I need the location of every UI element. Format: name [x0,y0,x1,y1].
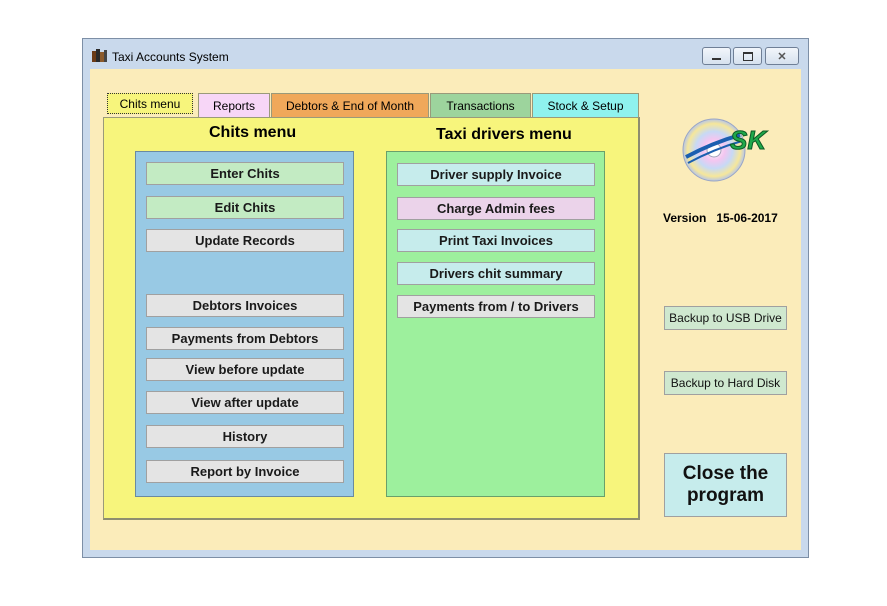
tab-transactions[interactable]: Transactions [430,93,531,117]
payments-from-debtors-button[interactable]: Payments from Debtors [146,327,344,350]
close-program-label: Close the program [683,463,769,507]
app-icon [92,49,107,62]
version-label-text: Version [663,211,707,225]
version-label: Version 15-06-2017 [663,211,778,225]
tab-debtors-end-of-month[interactable]: Debtors & End of Month [271,93,429,117]
report-by-invoice-button[interactable]: Report by Invoice [146,460,344,483]
taxi-drivers-menu-heading: Taxi drivers menu [436,126,572,143]
maximize-button[interactable] [733,47,762,65]
cd-disc-logo-icon: SK [682,118,769,182]
debtors-invoices-button[interactable]: Debtors Invoices [146,294,344,317]
history-button[interactable]: History [146,425,344,448]
close-program-line1: Close the [682,463,769,484]
enter-chits-button[interactable]: Enter Chits [146,162,344,185]
driver-supply-invoice-button[interactable]: Driver supply Invoice [397,163,595,186]
tab-chits-menu[interactable]: Chits menu [107,93,193,114]
maximize-icon [742,51,753,61]
tab-reports[interactable]: Reports [198,93,270,117]
tab-stock-setup[interactable]: Stock & Setup [532,93,639,117]
charge-admin-fees-button[interactable]: Charge Admin fees [397,197,595,220]
view-after-update-button[interactable]: View after update [146,391,344,414]
edit-chits-button[interactable]: Edit Chits [146,196,344,219]
backup-usb-button[interactable]: Backup to USB Drive [664,306,787,330]
update-records-button[interactable]: Update Records [146,229,344,252]
close-icon: ✕ [777,50,787,63]
backup-hard-disk-button[interactable]: Backup to Hard Disk [664,371,787,395]
version-value: 15-06-2017 [716,211,778,225]
chits-menu-heading: Chits menu [209,124,297,141]
logo-text: SK [730,125,768,155]
print-taxi-invoices-button[interactable]: Print Taxi Invoices [397,229,595,252]
window-title: Taxi Accounts System [112,50,229,64]
view-before-update-button[interactable]: View before update [146,358,344,381]
title-bar[interactable]: Taxi Accounts System ✕ [83,39,808,69]
payments-from-to-drivers-button[interactable]: Payments from / to Drivers [397,295,595,318]
minimize-button[interactable] [702,47,731,65]
minimize-icon [712,58,721,60]
close-window-button[interactable]: ✕ [765,47,799,65]
close-program-line2: program [686,485,765,506]
close-program-button[interactable]: Close the program [664,453,787,517]
drivers-chit-summary-button[interactable]: Drivers chit summary [397,262,595,285]
